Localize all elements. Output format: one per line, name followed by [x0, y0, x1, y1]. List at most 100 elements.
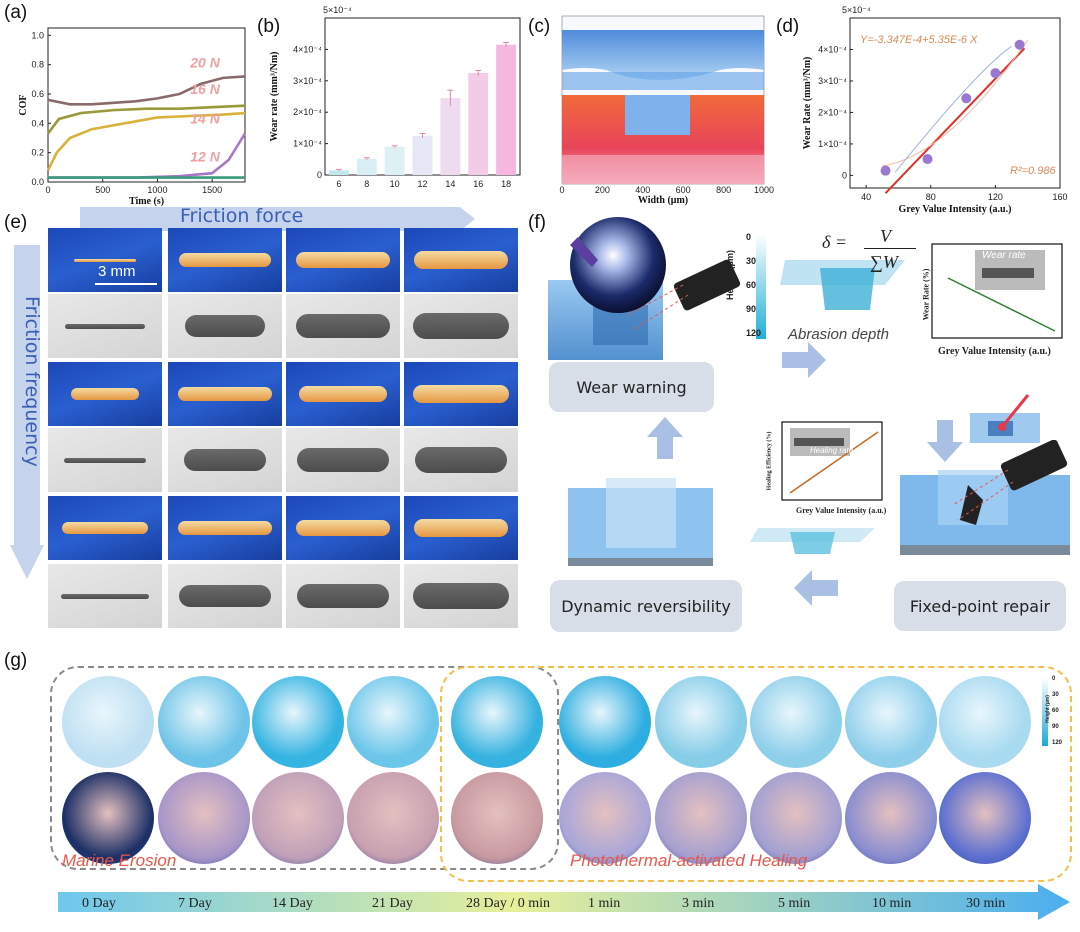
g-height-tick: 90 — [1052, 724, 1059, 730]
timeline-label: 3 min — [682, 896, 715, 911]
phone-icon-2 — [1000, 440, 1068, 491]
g-height-tick: 60 — [1052, 708, 1059, 714]
surface-height-map — [451, 676, 543, 768]
wear-track-fluorescence-tile — [48, 496, 162, 560]
wear-track-micrograph-tile — [286, 428, 400, 492]
wear-track-micrograph-tile — [48, 294, 162, 358]
surface-photo — [252, 772, 344, 864]
chart-c-xtick: 0 — [559, 185, 564, 195]
healing-rate-inset-label: Healing rate — [810, 446, 854, 455]
wear-streak — [414, 519, 508, 537]
chart-b-xtick: 18 — [501, 179, 511, 189]
chart-a-ylabel: COF — [18, 94, 29, 115]
chart-a-ytick: 0.8 — [31, 60, 44, 70]
dynamic-reversibility-illustration — [568, 478, 713, 566]
chart-a-xlabel: Time (s) — [129, 196, 164, 207]
phone-icon — [673, 259, 741, 311]
g-height-tick: 120 — [1052, 740, 1063, 746]
surface-photo — [451, 772, 543, 864]
timeline-label: 10 min — [872, 896, 912, 911]
wear-streak — [178, 521, 272, 535]
wear-streak — [296, 252, 390, 268]
friction-frequency-arrow — [10, 245, 44, 579]
wear-track-fluorescence-tile — [404, 362, 518, 426]
chart-a-frame — [47, 27, 246, 183]
chart-b-bar — [412, 135, 433, 175]
g-height-tick: 0 — [1052, 676, 1056, 682]
chart-b-ytick: 2×10⁻⁴ — [293, 107, 322, 117]
wear-streak — [65, 323, 145, 329]
panel-c-label: (c) — [528, 16, 551, 37]
chart-d-point — [990, 68, 1001, 79]
chart-d-ytick: 0 — [842, 170, 847, 180]
timeline-label: 30 min — [966, 896, 1006, 911]
chart-a-xtick: 500 — [95, 185, 110, 195]
formula-numerator: V — [880, 226, 891, 246]
wear-track-fluorescence-tile — [48, 228, 162, 292]
wear-streak — [414, 251, 508, 269]
chart-a-ytick: 0.0 — [31, 177, 44, 187]
wear-streak — [73, 258, 137, 262]
timeline-label: 28 Day / 0 min — [466, 896, 550, 911]
wear-track-micrograph-tile — [48, 428, 162, 492]
marine-erosion-frame — [50, 666, 559, 870]
wear-track-micrograph-tile — [168, 294, 282, 358]
wear-track-micrograph-tile — [168, 428, 282, 492]
panel-b-label: (b) — [257, 16, 281, 37]
chart-d-point — [880, 165, 891, 176]
wear-streak — [179, 253, 271, 267]
fixed-point-repair-illustration — [900, 440, 1070, 555]
wear-streak — [297, 448, 389, 472]
wear-streak — [62, 522, 148, 534]
wear-streak — [70, 388, 140, 400]
wear-track-grid — [48, 228, 518, 634]
chart-b-bar — [329, 170, 349, 175]
chart-a-ytick: 0.2 — [31, 148, 44, 158]
chart-d-band — [894, 45, 1012, 173]
chart-a-series-line — [46, 111, 246, 171]
wear-streak — [296, 520, 390, 536]
chart-c-xlabel: Width (μm) — [638, 195, 688, 205]
wear-warning-illustration — [548, 217, 741, 360]
timeline-label: 14 Day — [272, 896, 313, 911]
wear-rate-xlabel: Grey Value Intensity (a.u.) — [938, 346, 1051, 357]
chart-b-ytick: 0 — [317, 170, 322, 180]
chart-d-frame — [849, 17, 1061, 189]
surface-photo — [347, 772, 439, 864]
chart-c-xtick: 400 — [635, 185, 650, 195]
healing-ylabel: Healing Efficiency (%) — [766, 431, 773, 491]
arrow-up-icon — [647, 417, 683, 459]
healing-efficiency-plot — [781, 421, 883, 501]
laser-inset — [970, 394, 1040, 443]
timeline-label: 5 min — [778, 896, 811, 911]
surface-height-map — [559, 676, 651, 768]
chart-b-ytick: 1×10⁻⁴ — [293, 139, 322, 149]
wear-warning-box: Wear warning — [549, 362, 714, 412]
chart-d-ylabel: Wear Rate (mm³/Nm) — [802, 57, 813, 150]
chart-a-series-line — [47, 75, 246, 106]
height-tick: 60 — [746, 280, 757, 290]
timeline-arrow — [58, 884, 1070, 920]
chart-d-xlabel: Grey Value Intensity (a.u.) — [899, 204, 1012, 215]
fixed-point-repair-box: Fixed-point repair — [894, 581, 1066, 631]
chart-c-groove — [625, 95, 690, 135]
healed-surface-profile — [750, 528, 875, 554]
wear-track-micrograph-tile — [168, 564, 282, 628]
wear-streak — [298, 386, 388, 402]
chart-a-xtick: 1500 — [202, 185, 222, 195]
chart-d-point — [922, 154, 933, 165]
chart-a-series-label: 20 N — [189, 55, 220, 71]
surface-height-map — [655, 676, 747, 768]
chart-d-xtick: 40 — [861, 192, 871, 202]
chart-b-xtick: 16 — [473, 179, 483, 189]
panel-a-label: (a) — [4, 2, 28, 23]
chart-d-fit-line — [884, 47, 1026, 194]
photothermal-healing-frame — [440, 666, 1072, 882]
chart-c-xtick: 800 — [716, 185, 731, 195]
chart-b-bar — [384, 146, 405, 175]
wear-track-fluorescence-tile — [168, 362, 282, 426]
chart-d-ytick: 4×10⁻⁴ — [818, 44, 847, 54]
formula-denominator: ∑W — [870, 252, 898, 272]
